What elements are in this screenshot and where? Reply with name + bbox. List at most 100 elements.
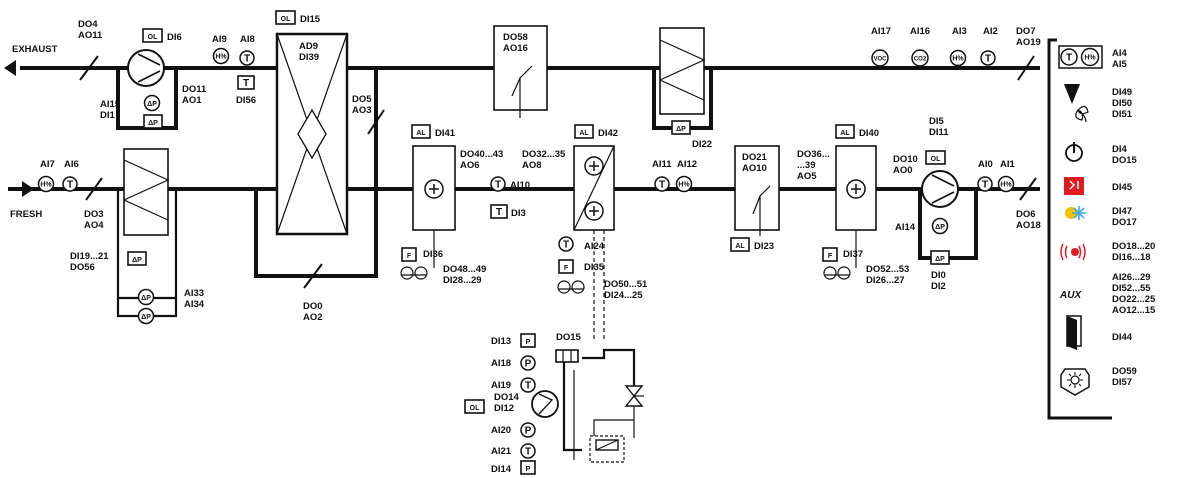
di40-label: DI40 xyxy=(859,128,879,139)
svg-text:OL: OL xyxy=(281,16,291,23)
exhaust-label: EXHAUST xyxy=(12,44,58,55)
svg-text:OL: OL xyxy=(931,156,941,163)
heater-coil-icon xyxy=(412,145,456,231)
di22-label: DI22 xyxy=(692,139,712,150)
humidity-sensor-icon xyxy=(949,49,967,67)
svg-text:P: P xyxy=(526,466,531,473)
ai12-label: AI12 xyxy=(677,159,697,170)
aux-icon: AUX xyxy=(1059,290,1082,301)
di41-label: DI41 xyxy=(435,128,456,139)
flow-box-icon: F xyxy=(822,247,838,262)
al-box-icon: AL xyxy=(574,124,594,139)
ai17-label: AI17 xyxy=(871,26,891,37)
svg-text:F: F xyxy=(564,265,569,272)
humidity-sensor-icon xyxy=(212,47,230,65)
di42-label: DI42 xyxy=(598,128,618,139)
di6-label: DI6 xyxy=(167,32,182,43)
damper-icon xyxy=(85,177,103,201)
ai8-label: AI8 xyxy=(240,34,255,45)
power-icon xyxy=(1065,142,1083,162)
pump-icon xyxy=(823,230,857,280)
temperature-sensor-icon xyxy=(239,50,255,66)
compressor-circuit xyxy=(562,348,636,463)
damper-icon xyxy=(1019,177,1037,201)
ai18-label: AI18 xyxy=(491,358,511,369)
ai19-label: AI19 xyxy=(491,380,511,391)
flow-box-icon: F xyxy=(401,247,417,262)
temperature-sensor-icon xyxy=(654,176,670,192)
ai14-label: AI14 xyxy=(895,222,916,233)
di14-label: DI14 xyxy=(491,464,512,475)
thermostat-box-icon: T xyxy=(237,75,255,90)
filter-dp-switch-icon: ΔP xyxy=(671,120,691,135)
frost-heat-icon xyxy=(1065,206,1086,220)
ai21-label: AI21 xyxy=(491,446,512,457)
reversing-valve-icon xyxy=(555,349,579,363)
fresh-label: FRESH xyxy=(10,209,42,220)
ai20-label: AI20 xyxy=(491,425,511,436)
co2-sensor-icon: CO2 xyxy=(911,49,929,67)
pressure-sensor-icon xyxy=(520,422,536,438)
ai10-label: AI10 xyxy=(510,180,530,191)
al-box-icon: AL xyxy=(835,124,855,139)
damper-icon xyxy=(79,55,99,81)
exhaust-damper-box xyxy=(493,25,548,118)
voc-sensor-icon: VOC xyxy=(871,49,889,67)
ol-box-icon: OL xyxy=(275,10,296,25)
sun-icon xyxy=(1060,368,1090,396)
svg-text:OL: OL xyxy=(148,34,158,41)
svg-text:ΔP: ΔP xyxy=(132,257,142,264)
al-box-icon: AL xyxy=(411,124,431,139)
al-box-icon: AL xyxy=(730,237,750,252)
dp-sensor-icon xyxy=(931,217,949,235)
fresh-arrow-icon xyxy=(8,181,34,197)
temperature-sensor-icon xyxy=(490,176,506,192)
legend-bracket xyxy=(1047,38,1112,420)
ai9-label: AI9 xyxy=(212,34,227,45)
ai3-label: AI3 xyxy=(952,26,967,37)
th-icon: T H% xyxy=(1058,45,1103,69)
svg-text:P: P xyxy=(526,339,531,346)
alarm-signal-icon xyxy=(1060,243,1086,261)
ol-box-icon: OL xyxy=(464,399,485,414)
svg-text:VOC: VOC xyxy=(873,57,887,63)
supply-fan-icon xyxy=(921,170,959,208)
temperature-sensor-icon xyxy=(520,377,536,393)
svg-text:AL: AL xyxy=(840,130,850,137)
dp-sensor-icon xyxy=(137,288,155,306)
ai7-label: AI7 xyxy=(40,159,55,170)
dp-sensor-icon xyxy=(143,94,161,112)
fresh-filter-icon xyxy=(122,148,170,236)
refrigerant-lines xyxy=(593,230,605,342)
humidity-sensor-icon xyxy=(675,175,693,193)
svg-text:CO2: CO2 xyxy=(914,57,927,63)
temperature-sensor-icon xyxy=(558,236,574,252)
di36-label: DI36 xyxy=(423,249,443,260)
svg-text:H%: H% xyxy=(1084,55,1096,62)
di13-label: DI13 xyxy=(491,336,511,347)
pressure-switch-icon: P xyxy=(520,460,536,475)
do15-label: DO15 xyxy=(556,332,582,343)
expansion-valve-icon xyxy=(624,385,644,407)
heater-coil-icon xyxy=(835,145,877,231)
legend-text-door: DI44 xyxy=(1112,332,1133,343)
svg-text:AL: AL xyxy=(579,130,589,137)
dp-switch-icon: ΔP xyxy=(930,250,950,265)
fire-fan-icon xyxy=(1064,84,1089,123)
